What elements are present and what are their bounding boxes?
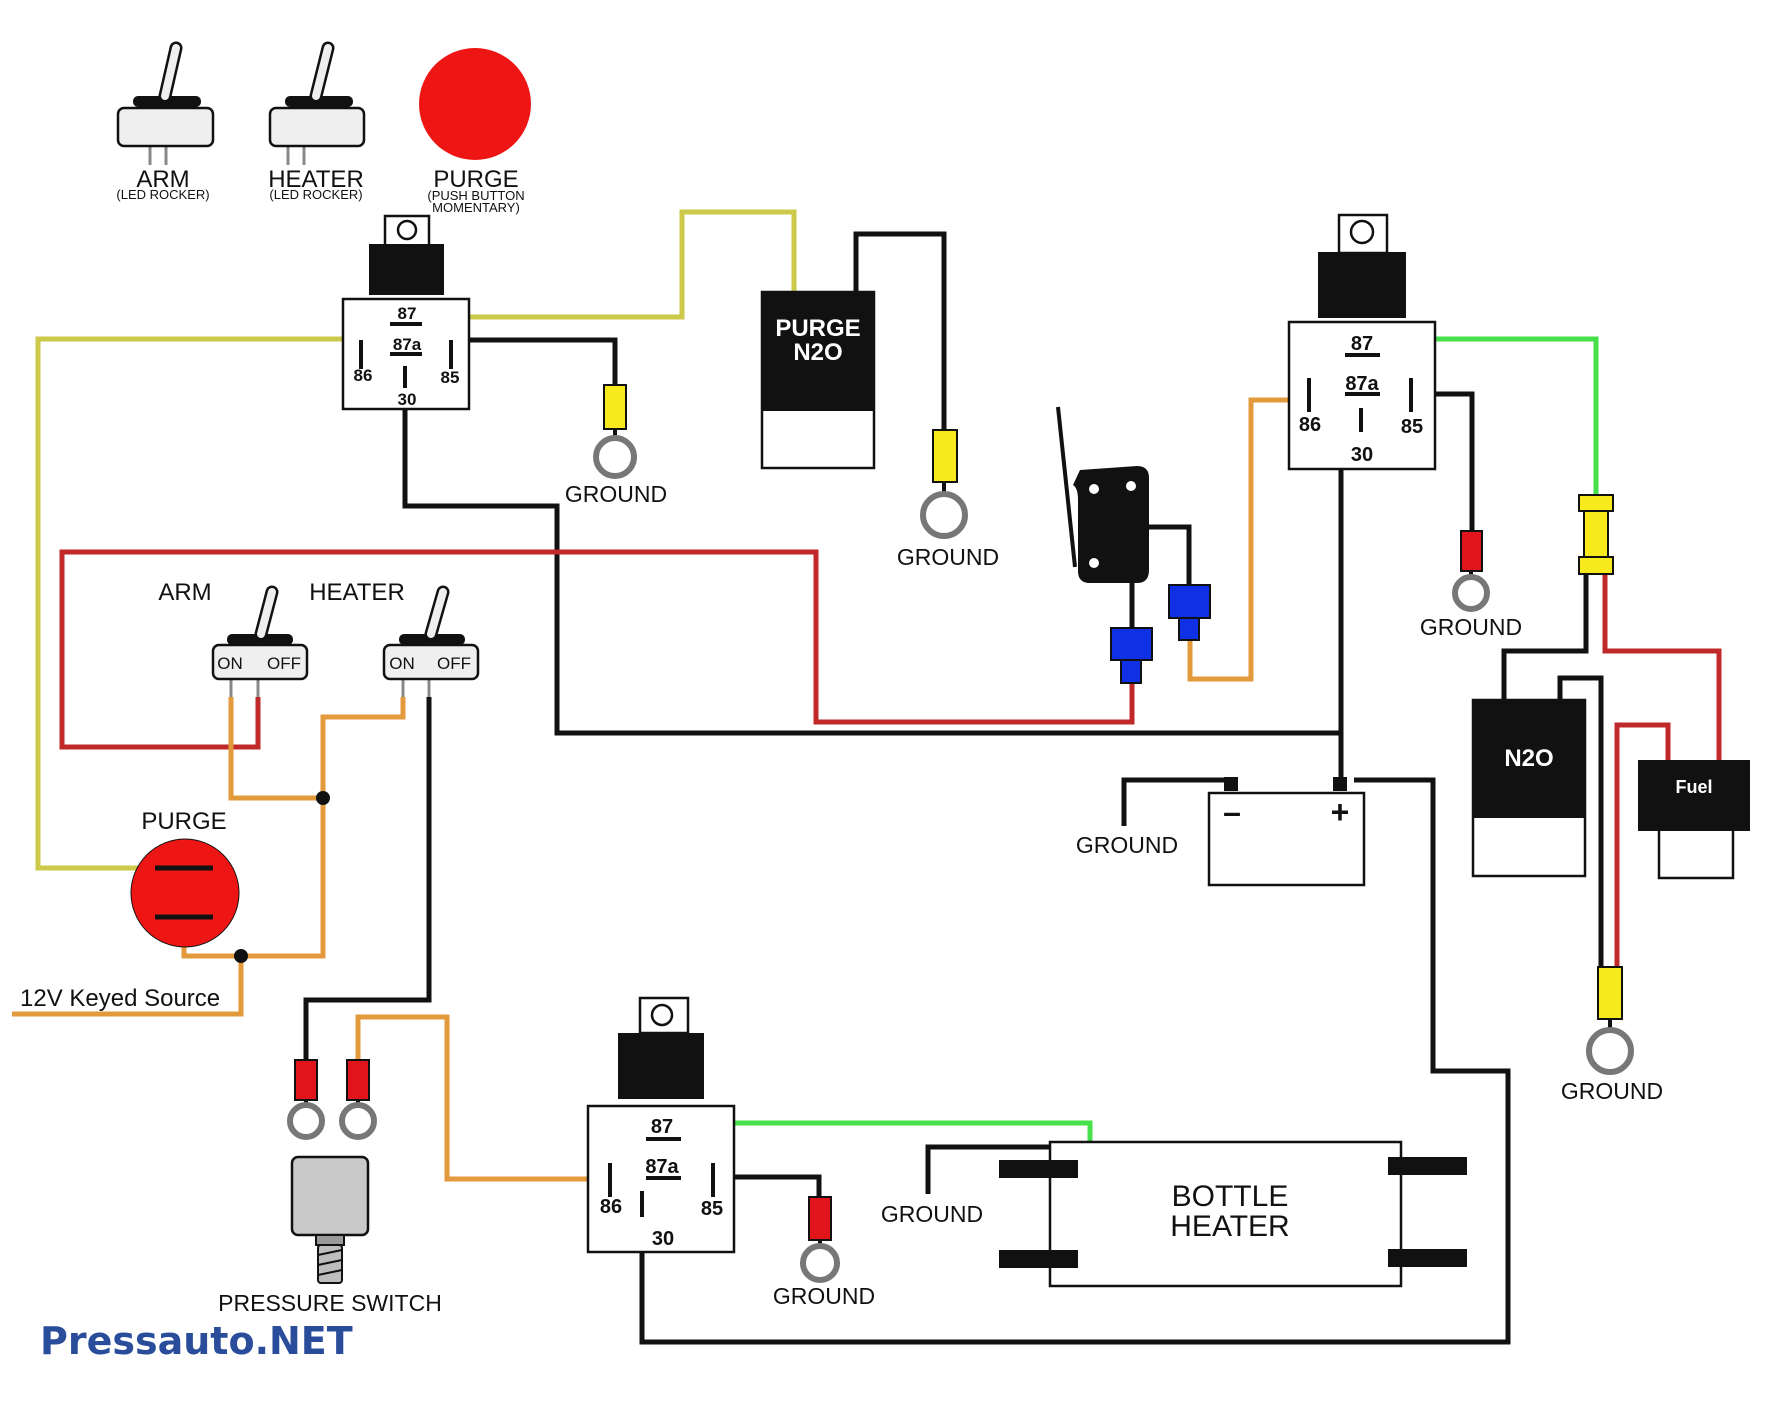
ground-terminal-yellow: GROUND [1561,966,1663,1104]
ground-terminal-yellow: GROUND [565,384,667,507]
relay-3-pin-86: 86 [600,1196,622,1218]
legend-arm-subtitle: (LED ROCKER) [116,187,209,202]
wires [12,209,1722,1345]
relay-2-pin-87: 87 [1351,333,1373,355]
wire-purge-button-to-relay1-86 [35,336,361,871]
ground-label: GROUND [773,1283,875,1309]
ground-terminal-yellow: GROUND [897,429,999,570]
wire-fuse-to-n2o [1501,574,1589,700]
purge-solenoid-label-1: PURGE [775,315,860,342]
arm-on-label: ON [217,654,243,673]
battery-minus: – [1223,794,1241,830]
wire-relay1-85-to-ground [451,337,618,385]
junction-dot [234,949,248,963]
ground-label: GROUND [1420,614,1522,640]
micro-switch [1056,406,1149,583]
legend-purge-title: PURGE [433,166,518,193]
ground-terminal-red: GROUND [1420,530,1522,640]
n2o-label: N2O [1504,745,1553,772]
wire-relay1-87-to-purge-solenoid [423,209,797,320]
purge-button: PURGE [130,808,240,948]
bottle-heater-ground-label: GROUND [881,1201,983,1227]
wire-arm-to-microswitch [59,549,1135,750]
legend-purge-subtitle-2: MOMENTARY) [432,200,520,215]
relay-1-pin-86: 86 [354,366,373,385]
wire-relay3-87-to-bottle-heater [681,1120,1093,1143]
relay-3-pin-87a: 87a [645,1156,679,1178]
purge-label: PURGE [141,808,226,835]
relay-1-pin-87a: 87a [393,335,422,354]
relay-2-pin-85: 85 [1401,416,1423,438]
wire-relay2-30-to-battery [1338,420,1361,780]
ground-label: GROUND [565,481,667,507]
heater-on-label: ON [389,654,415,673]
wire-fuse-to-fuel [1602,574,1722,760]
inline-fuse [1578,494,1614,575]
relay-1: 87 87a 86 85 30 [341,214,471,411]
heater-off-label: OFF [437,654,471,673]
battery: GROUND – + [1076,777,1366,887]
fuel-solenoid: Fuel [1638,760,1750,880]
relay-2: 87 87a 86 85 30 [1287,213,1437,471]
relay-2-pin-87a: 87a [1345,373,1379,395]
legend-purge-subtitle-1: (PUSH BUTTON [427,188,524,203]
wire-arm-on-to-junction [228,697,323,801]
arm-off-label: OFF [267,654,301,673]
battery-ground-label: GROUND [1076,832,1178,858]
wire-microswitch-to-blue [1149,524,1192,585]
pressure-switch-label: PRESSURE SWITCH [218,1290,442,1316]
wire-pressure-switch-to-relay3-86 [355,1014,606,1182]
arm-switch: ARM ON OFF [158,579,309,697]
wire-purge-solenoid-to-ground [853,231,947,430]
legend-heater-title: HEATER [268,166,364,193]
bottle-heater-label-1: BOTTLE [1172,1180,1289,1213]
relay-2-pin-30: 30 [1351,444,1373,466]
relay-3-pin-30: 30 [652,1228,674,1250]
legend-heater-switch: HEATER (LED ROCKER) [268,41,366,202]
relay-1-pin-87: 87 [398,304,417,323]
wire-blue-to-relay2-86 [1187,397,1302,682]
fuel-label: Fuel [1675,777,1712,797]
heater-switch: HEATER ON OFF [309,579,480,697]
bottle-heater: GROUND BOTTLE HEATER [881,1140,1467,1288]
wire-heater-to-pressure-switch [303,697,432,1060]
wire-relay3-85-to-ground [713,1174,822,1197]
ground-label: GROUND [897,544,999,570]
n2o-solenoid: N2O [1471,698,1587,878]
wire-relay2-87-to-fuse [1383,336,1599,495]
legend-heater-subtitle: (LED ROCKER) [269,187,362,202]
legend-purge-button: PURGE (PUSH BUTTON MOMENTARY) [419,48,531,215]
relay-3-pin-87: 87 [651,1116,673,1138]
relay-3: 87 87a 86 85 30 [586,996,736,1254]
blue-terminal [1168,584,1211,641]
pressure-switch: PRESSURE SWITCH [218,1059,442,1316]
keyed-source-label: 12V Keyed Source [20,985,220,1012]
legend-arm-switch: ARM (LED ROCKER) [116,41,215,202]
relay-1-pin-85: 85 [441,368,460,387]
ground-label: GROUND [1561,1078,1663,1104]
relay-2-pin-86: 86 [1299,414,1321,436]
blue-terminal [1110,627,1153,684]
wire-n2o-to-ground [1557,675,1604,967]
bottle-heater-label-2: HEATER [1170,1210,1289,1243]
wire-relay3-30-to-battery-plus [639,777,1511,1345]
wire-bottle-heater-ground [925,1144,1050,1194]
arm-label: ARM [158,579,211,606]
relay-3-pin-85: 85 [701,1198,723,1220]
purge-n2o-solenoid: PURGE N2O [760,290,876,470]
legend-arm-title: ARM [136,166,189,193]
wire-relay1-30-to-battery [402,409,1340,736]
purge-solenoid-label-2: N2O [793,339,842,366]
brand-watermark: Pressauto.NET [40,1319,353,1363]
heater-label: HEATER [309,579,405,606]
junction-dot [316,791,330,805]
ground-terminal-red: GROUND [773,1196,875,1309]
wire-fuel-to-ground [1614,722,1671,967]
battery-plus: + [1331,794,1350,830]
wire-battery-minus-ground [1121,777,1231,826]
wire-heater-on-to-junction [241,697,406,959]
relay-1-pin-30: 30 [398,390,417,409]
